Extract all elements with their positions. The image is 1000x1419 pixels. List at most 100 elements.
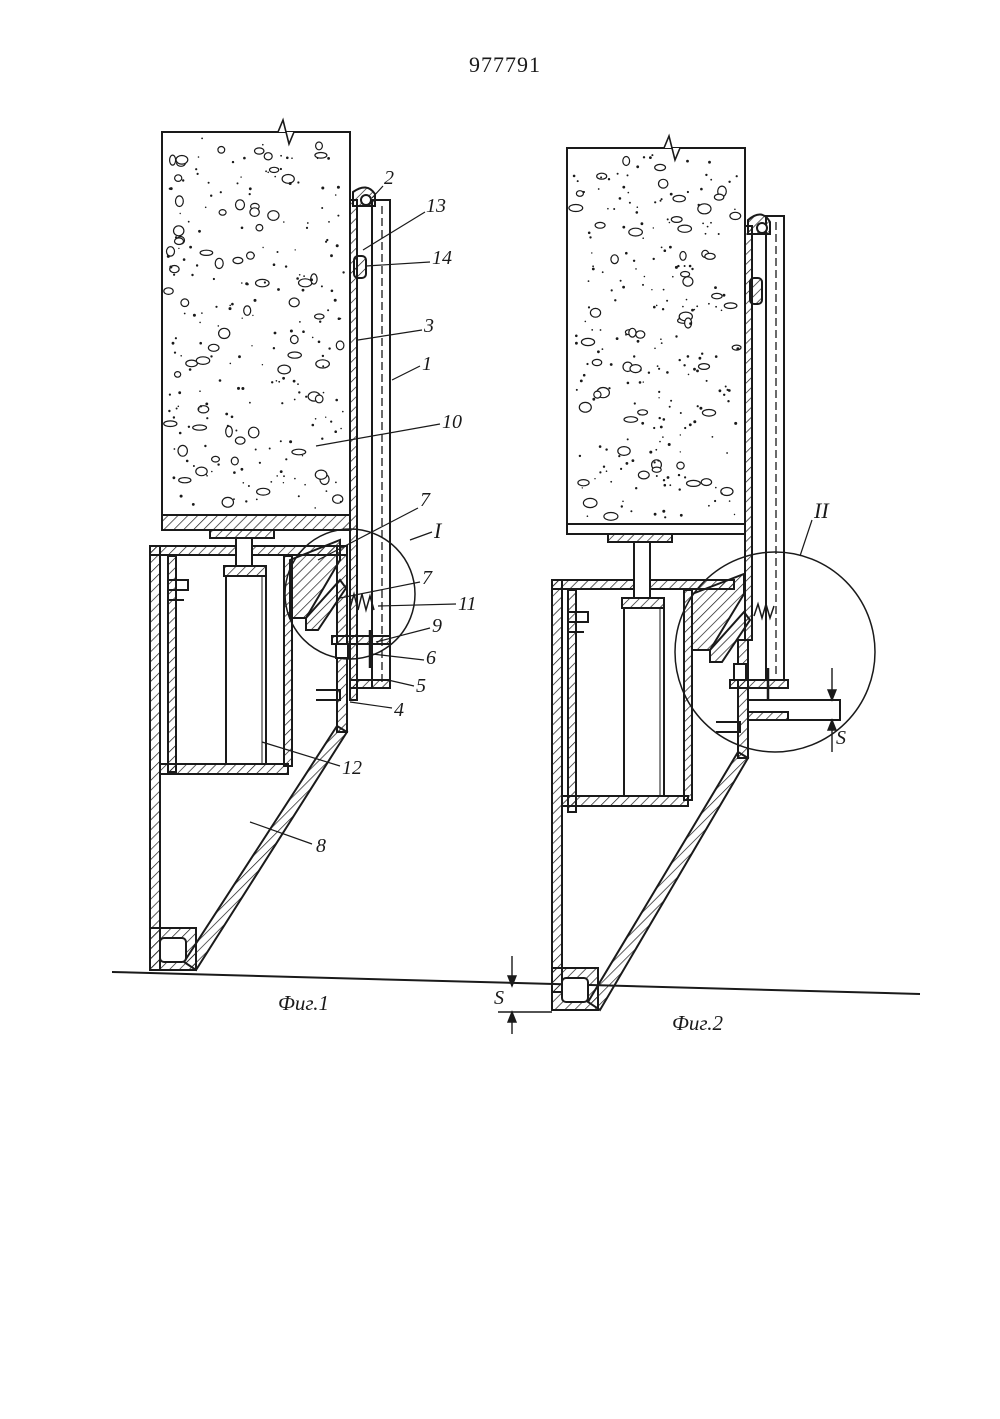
aggregate-stone <box>635 330 646 339</box>
roller-axle <box>756 222 768 234</box>
aggregate-dot <box>643 275 646 278</box>
aggregate-dot <box>253 298 257 302</box>
aggregate-dot <box>342 271 345 274</box>
aggregate-stone <box>637 409 649 416</box>
aggregate-dot <box>714 286 717 289</box>
aggregate-dot <box>303 275 305 277</box>
aggregate-dot <box>293 398 296 401</box>
aggregate-dot <box>620 467 623 470</box>
aggregate-dot <box>662 509 666 513</box>
aggregate-dot <box>715 486 717 489</box>
aggregate-dot <box>168 393 171 396</box>
aggregate-dot <box>667 443 671 446</box>
aggregate-dot <box>662 288 665 291</box>
aggregate-dot <box>317 340 321 344</box>
aggregate-dot <box>174 236 178 239</box>
aggregate-dot <box>330 254 333 258</box>
aggregate-stone <box>217 327 231 340</box>
aggregate-dot <box>314 418 317 420</box>
guide-rail <box>765 215 785 681</box>
aggregate-dot <box>275 380 278 382</box>
aggregate-dot <box>169 265 173 269</box>
aggregate-stone <box>672 194 686 203</box>
aggregate-stone <box>197 405 210 414</box>
aggregate-stone <box>603 511 619 521</box>
aggregate-dot <box>586 362 589 366</box>
aggregate-dot <box>601 271 604 274</box>
aggregate-dot <box>627 191 630 194</box>
jack-cylinder <box>225 575 267 765</box>
aggregate-stone <box>207 343 220 352</box>
aggregate-dot <box>658 397 660 399</box>
aggregate-stone <box>277 364 292 375</box>
aggregate-dot <box>215 305 218 308</box>
aggregate-dot <box>270 481 273 483</box>
aggregate-dot <box>633 355 636 358</box>
aggregate-dot <box>659 440 661 443</box>
aggregate-dot <box>267 171 270 174</box>
aggregate-dot <box>206 417 209 420</box>
aggregate-dot <box>710 221 712 224</box>
aggregate-dot <box>302 330 305 334</box>
aggregate-dot <box>328 221 330 223</box>
aggregate-dot <box>289 440 293 444</box>
callout-label: 5 <box>416 675 426 697</box>
aggregate-dot <box>642 381 644 383</box>
aggregate-dot <box>620 505 623 508</box>
aggregate-dot <box>336 185 340 189</box>
aggregate-dot <box>233 498 235 500</box>
bolt-nut <box>733 663 747 681</box>
aggregate-dot <box>241 387 245 390</box>
aggregate-dot <box>660 342 663 344</box>
aggregate-dot <box>248 187 252 191</box>
aggregate-dot <box>654 201 657 204</box>
aggregate-stone <box>610 254 619 265</box>
aggregate-dot <box>297 181 300 184</box>
aggregate-dot <box>668 221 671 224</box>
aggregate-dot <box>640 222 644 226</box>
aggregate-dot <box>669 484 672 487</box>
aggregate-dot <box>575 334 578 338</box>
aggregate-dot <box>278 380 281 383</box>
aggregate-dot <box>196 172 199 175</box>
aggregate-dot <box>696 369 699 373</box>
aggregate-dot <box>229 304 231 307</box>
jack-head <box>209 529 275 539</box>
callout-label: 8 <box>316 835 326 857</box>
break-mark <box>277 117 295 147</box>
aggregate-dot <box>248 193 251 196</box>
aggregate-dot <box>649 450 653 454</box>
aggregate-dot <box>172 476 176 480</box>
aggregate-stone <box>314 151 328 159</box>
aggregate-dot <box>597 350 600 354</box>
aggregate-dot <box>201 137 204 140</box>
aggregate-dot <box>325 416 327 418</box>
aggregate-dot <box>622 185 626 189</box>
figure-2 <box>551 133 876 1012</box>
aggregate-dot <box>321 437 324 440</box>
aggregate-dot <box>678 358 681 362</box>
aggregate-dot <box>647 371 651 374</box>
aggregate-dot <box>342 410 344 413</box>
figure-1-labels: 2 13 14 3 1 10 7 7 11 9 6 5 4 12 8 I Фиг… <box>278 167 477 1015</box>
aggregate-dot <box>189 245 193 249</box>
aggregate-dot <box>672 275 674 278</box>
aggregate-dot <box>326 238 329 242</box>
aggregate-dot <box>625 462 629 465</box>
aggregate-stone <box>677 224 693 233</box>
aggregate-dot <box>607 178 611 181</box>
aggregate-dot <box>168 409 171 413</box>
aggregate-dot <box>666 371 669 374</box>
aggregate-dot <box>642 156 646 159</box>
aggregate-stone <box>711 292 723 300</box>
lower-flange <box>716 721 741 733</box>
aggregate-stone <box>291 448 307 456</box>
aggregate-stone <box>704 252 716 260</box>
aggregate-stone <box>335 340 345 351</box>
aggregate-dot <box>191 273 194 277</box>
aggregate-dot <box>191 503 195 506</box>
aggregate-dot <box>728 500 731 502</box>
aggregate-dot <box>696 305 699 308</box>
aggregate-stone <box>314 394 324 404</box>
aggregate-dot <box>212 277 215 281</box>
